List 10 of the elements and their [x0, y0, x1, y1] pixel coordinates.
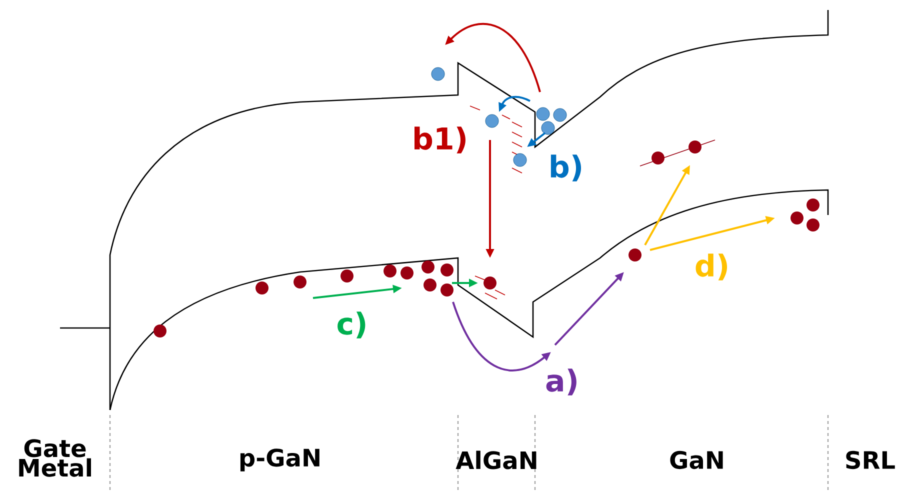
layer-label: SRL [846, 450, 895, 470]
layer-label: AlGaN [456, 450, 536, 470]
layer-label: p-GaN [240, 448, 320, 472]
process-label: c) [338, 312, 366, 338]
process-label: b1) [414, 126, 466, 154]
process-label: b) [550, 154, 582, 182]
process-label: a) [546, 368, 576, 396]
layer-label: GaN [670, 450, 723, 470]
layer-label: Gate Metal [19, 439, 92, 477]
process-label: d) [696, 254, 728, 280]
